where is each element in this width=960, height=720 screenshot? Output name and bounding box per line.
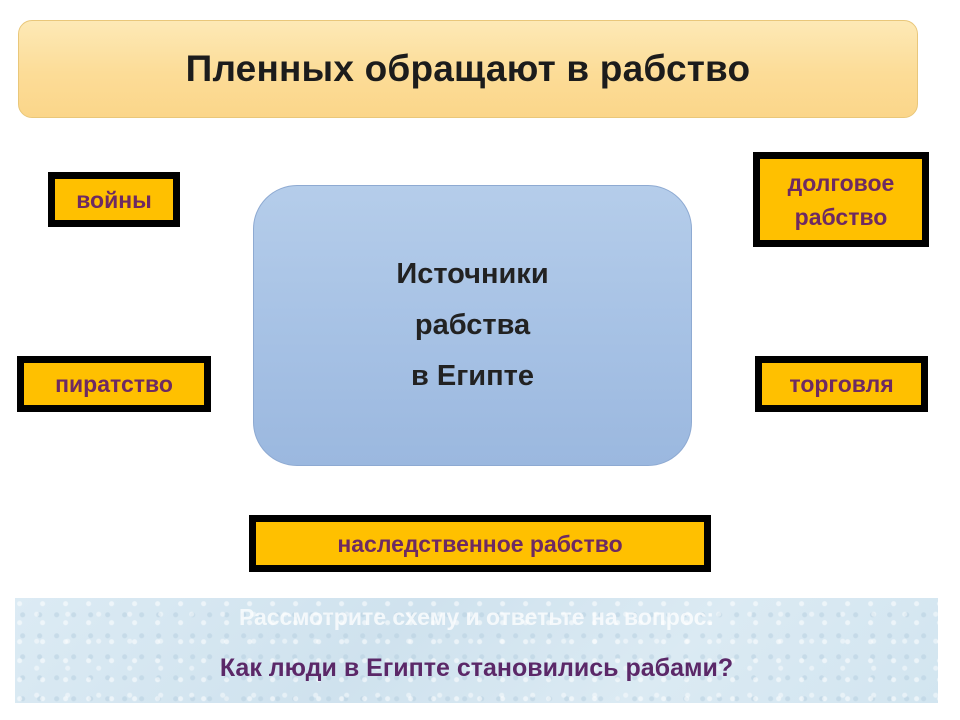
instruction-text: Рассмотрите схему и ответьте на вопрос:: [238, 604, 715, 630]
source-box-hereditary-slavery: наследственное рабство: [249, 515, 711, 572]
central-concept-line-2: рабства: [414, 309, 531, 341]
central-concept-line-3: в Египте: [411, 360, 534, 392]
source-label-piracy: пиратство: [55, 371, 173, 397]
question-text: Как люди в Египте становились рабами?: [219, 654, 734, 682]
source-box-wars: войны: [48, 172, 180, 227]
source-label-wars: войны: [76, 186, 152, 213]
source-box-piracy: пиратство: [17, 356, 211, 412]
central-concept-line-1: Источники: [396, 258, 549, 290]
question-band: Рассмотрите схему и ответьте на вопрос: …: [15, 598, 938, 703]
source-label-debt-line-1: долговое: [787, 169, 895, 196]
source-label-hereditary: наследственное рабство: [337, 530, 623, 557]
source-box-debt-slavery: долговое рабство: [753, 152, 929, 247]
source-label-debt-line-2: рабство: [794, 203, 888, 230]
source-label-trade: торговля: [789, 371, 894, 397]
header-banner: Пленных обращают в рабство: [18, 20, 918, 118]
source-box-trade: торговля: [755, 356, 928, 412]
slide-title: Пленных обращают в рабство: [185, 48, 751, 89]
central-concept: Источники рабства в Египте: [253, 185, 692, 466]
